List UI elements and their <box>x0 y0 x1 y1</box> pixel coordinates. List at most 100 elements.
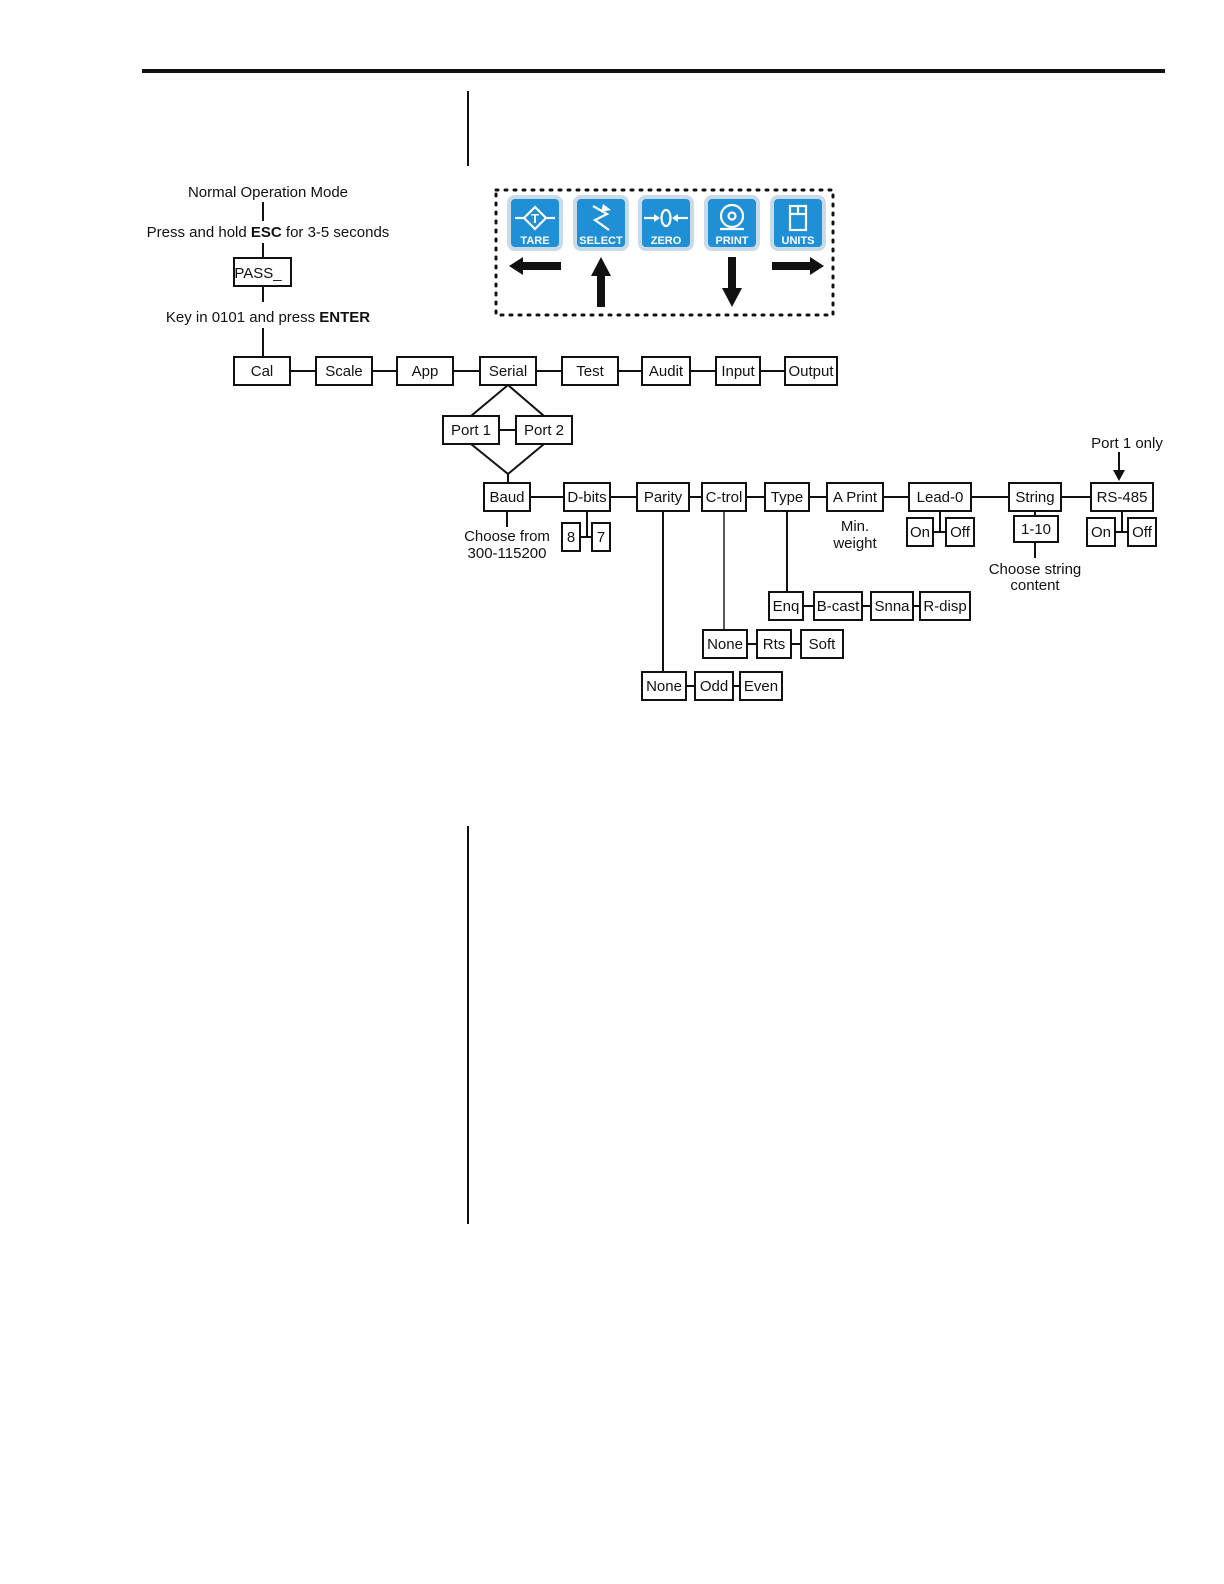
key-select: SELECT <box>573 195 629 307</box>
units-icon <box>788 204 808 232</box>
string-option-range-label: 1-10 <box>1021 521 1051 538</box>
port-port-1-label: Port 1 <box>451 422 491 439</box>
lead0-option-on-label: On <box>910 524 930 541</box>
key-in-prefix: Key in 0101 and press <box>166 309 319 326</box>
menu-item-cal-label: Cal <box>251 363 274 380</box>
setting-c-trol: C-trol <box>701 482 747 512</box>
lead0-option-off: Off <box>945 517 975 547</box>
string-option-range: 1-10 <box>1013 515 1059 543</box>
menu-item-serial-label: Serial <box>489 363 527 380</box>
setting-d-bits-label: D-bits <box>567 489 606 506</box>
keypad-legend: T TARE SELECT ZERO PRINT UNITS <box>507 195 826 307</box>
key-label: ZERO <box>651 235 682 247</box>
menu-item-app: App <box>396 356 454 386</box>
setting-baud-label: Baud <box>489 489 524 506</box>
menu-item-scale: Scale <box>315 356 373 386</box>
type-option-enq: Enq <box>768 591 804 621</box>
tree-boxes: Cal Scale App Serial Test Audit Input OutputPor… <box>233 356 1157 701</box>
setting-lead-0-label: Lead-0 <box>917 489 964 506</box>
aprint-note-line1: Min. <box>841 518 869 535</box>
key-tare: T TARE <box>507 195 563 275</box>
ctrol-option-rts-label: Rts <box>763 636 786 653</box>
baud-note-line2: 300-115200 <box>468 545 547 562</box>
key-in-key: ENTER <box>319 309 370 326</box>
ctrol-option-soft-label: Soft <box>809 636 837 653</box>
type-option-snna-label: Snna <box>874 598 910 615</box>
setting-a-print-label: A Print <box>833 489 878 506</box>
key-units: UNITS <box>770 195 826 275</box>
esc-key: ESC <box>251 224 282 241</box>
ctrol-option-none: None <box>702 629 748 659</box>
esc-suffix: for 3-5 seconds <box>282 224 390 241</box>
setting-parity-label: Parity <box>644 489 683 506</box>
print-icon <box>719 203 745 231</box>
arrow-left-icon <box>509 257 561 275</box>
tare-glyph-letter: T <box>531 211 539 226</box>
parity-option-odd-label: Odd <box>700 678 728 695</box>
pass-label: PASS_ <box>234 265 282 282</box>
arrow-up-icon <box>591 257 611 307</box>
setting-rs-485: RS-485 <box>1090 482 1154 512</box>
pass-box: PASS_ <box>233 257 292 287</box>
menu-item-test-label: Test <box>576 363 604 380</box>
ctrol-option-soft: Soft <box>800 629 844 659</box>
normal-mode-label: Normal Operation Mode <box>188 184 348 201</box>
rs485-note-arrow-head <box>1113 470 1125 481</box>
port-port-2-label: Port 2 <box>524 422 564 439</box>
menu-item-app-label: App <box>412 363 439 380</box>
parity-option-even: Even <box>739 671 783 701</box>
rs485-option-off: Off <box>1127 517 1157 547</box>
menu-item-output: Output <box>784 356 838 386</box>
keypad-legend-frame <box>494 188 835 317</box>
type-option-snna: Snna <box>870 591 914 621</box>
dbits-option-7-label: 7 <box>597 529 605 546</box>
ctrol-option-rts: Rts <box>756 629 792 659</box>
string-note-line1: Choose string <box>989 561 1082 578</box>
setting-lead-0: Lead-0 <box>908 482 972 512</box>
menu-item-test: Test <box>561 356 619 386</box>
dbits-option-7: 7 <box>591 522 611 552</box>
setting-a-print: A Print <box>826 482 884 512</box>
rs485-option-on-label: On <box>1091 524 1111 541</box>
menu-item-serial: Serial <box>479 356 537 386</box>
zero-icon <box>644 208 688 228</box>
aprint-note-line2: weight <box>832 535 877 552</box>
setting-c-trol-label: C-trol <box>706 489 743 506</box>
type-option-r-disp-label: R-disp <box>923 598 966 615</box>
menu-item-audit-label: Audit <box>649 363 684 380</box>
string-note-line2: content <box>1010 577 1060 594</box>
setting-type-label: Type <box>771 489 804 506</box>
baud-note-line1: Choose from <box>464 528 550 545</box>
setting-parity: Parity <box>636 482 690 512</box>
type-option-b-cast: B-cast <box>813 591 863 621</box>
arrow-right-icon <box>772 257 824 275</box>
lead0-option-off-label: Off <box>950 524 971 541</box>
connector-line <box>470 384 509 417</box>
esc-instruction: Press and hold ESC for 3-5 seconds <box>147 224 390 241</box>
setting-d-bits: D-bits <box>563 482 611 512</box>
type-option-b-cast-label: B-cast <box>817 598 860 615</box>
connector-line <box>507 384 545 417</box>
menu-item-cal: Cal <box>233 356 291 386</box>
key-label: PRINT <box>716 235 749 247</box>
setting-type: Type <box>764 482 810 512</box>
port-port-1: Port 1 <box>442 415 500 445</box>
rs485-note: Port 1 only <box>1091 435 1163 452</box>
rs485-option-off-label: Off <box>1132 524 1153 541</box>
menu-item-input: Input <box>715 356 761 386</box>
key-label: TARE <box>520 235 549 247</box>
tare-icon: T <box>515 205 555 231</box>
type-option-enq-label: Enq <box>773 598 800 615</box>
menu-item-input-label: Input <box>721 363 755 380</box>
key-in-instruction: Key in 0101 and press ENTER <box>166 309 370 326</box>
key-zero: ZERO <box>638 195 694 251</box>
connector-line <box>470 443 509 475</box>
rs485-option-on: On <box>1086 517 1116 547</box>
setting-rs-485-label: RS-485 <box>1097 489 1148 506</box>
ctrol-option-none-label: None <box>707 636 743 653</box>
key-print: PRINT <box>704 195 760 307</box>
lead0-option-on: On <box>906 517 934 547</box>
parity-option-odd: Odd <box>694 671 734 701</box>
key-label: UNITS <box>782 235 815 247</box>
menu-item-scale-label: Scale <box>325 363 363 380</box>
